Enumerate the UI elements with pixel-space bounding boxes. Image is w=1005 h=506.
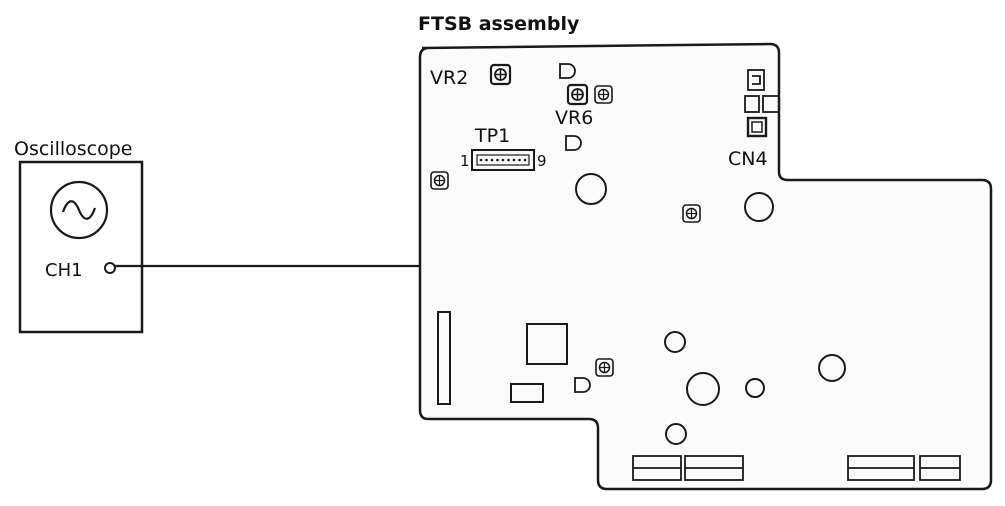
vr2-trimmer[interactable] xyxy=(489,63,512,86)
cn4-label: CN4 xyxy=(728,148,768,170)
vr2-label: VR2 xyxy=(430,67,468,89)
vr6-label: VR6 xyxy=(555,107,593,129)
capacitor xyxy=(559,63,576,79)
trimmer-icon xyxy=(430,171,449,190)
capacitor xyxy=(565,135,582,151)
tp1-pin1-label: 1 xyxy=(460,152,470,170)
ftsb-board-outline xyxy=(418,42,993,491)
trimmer-icon xyxy=(682,204,701,223)
ch1-label: CH1 xyxy=(45,260,83,281)
oscilloscope-title: Oscilloscope xyxy=(14,138,132,160)
tp1-connector[interactable] xyxy=(471,149,535,171)
tp1-label: TP1 xyxy=(474,125,510,147)
tp1-pin9-label: 9 xyxy=(537,152,547,170)
board-title: FTSB assembly xyxy=(418,13,580,35)
cn4-connector[interactable] xyxy=(746,116,768,138)
vertical-connector-strip xyxy=(437,311,451,405)
trimmer-icon xyxy=(595,358,614,377)
ch1-connector[interactable] xyxy=(104,262,116,274)
resistor-block xyxy=(510,383,544,403)
vr6-trimmer[interactable] xyxy=(566,83,589,106)
edge-connector xyxy=(632,455,961,481)
ic-chip xyxy=(526,323,568,365)
tp1-pins xyxy=(479,158,527,162)
capacitor xyxy=(574,377,591,393)
oscilloscope-body xyxy=(18,160,144,334)
trimmer-icon xyxy=(594,85,613,104)
circle-components xyxy=(575,173,846,445)
sine-wave-icon xyxy=(49,180,109,240)
connector-block xyxy=(744,69,780,113)
oscilloscope: CH1 xyxy=(18,160,144,334)
